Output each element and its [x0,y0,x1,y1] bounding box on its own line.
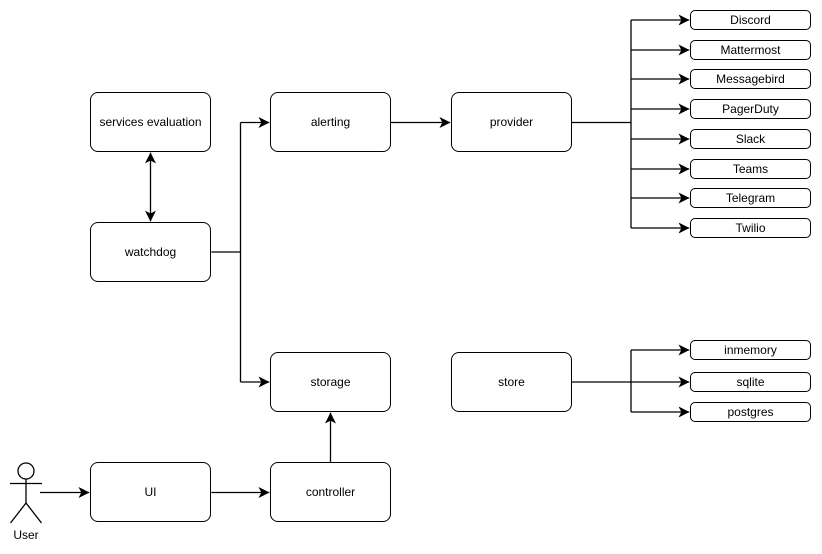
node-watchdog: watchdog [90,222,211,282]
node-controller: controller [270,462,391,522]
node-store-label: store [498,374,525,389]
user-actor-label: User [13,528,39,542]
node-provider-teams: Teams [690,159,811,179]
node-store-inmemory-label: inmemory [724,342,777,357]
actor-leg-right [25,502,43,524]
node-provider-mattermost-label: Mattermost [720,42,781,57]
node-provider-twilio: Twilio [690,218,811,238]
node-provider-discord: Discord [690,10,811,30]
node-alerting: alerting [270,92,391,152]
node-provider-label: provider [489,114,534,129]
node-provider-discord-label: Discord [730,12,771,27]
node-ui: UI [90,462,211,522]
node-provider-telegram-label: Telegram [725,190,776,205]
node-storage: storage [270,352,391,412]
node-provider-teams-label: Teams [732,161,769,176]
node-provider-slack: Slack [690,129,811,149]
node-provider-twilio-label: Twilio [735,220,766,235]
node-store: store [451,352,572,412]
node-provider-pagerduty: PagerDuty [690,99,811,119]
node-store-postgres: postgres [690,402,811,422]
node-store-inmemory: inmemory [690,340,811,360]
node-provider-pagerduty-label: PagerDuty [722,101,779,116]
node-controller-label: controller [305,484,356,499]
node-provider: provider [451,92,572,152]
node-watchdog-label: watchdog [124,244,177,259]
node-store-sqlite: sqlite [690,372,811,392]
node-provider-slack-label: Slack [735,131,766,146]
node-store-postgres-label: postgres [727,404,774,419]
node-alerting-label: alerting [310,114,351,129]
node-services-evaluation-label: services evaluation [99,114,202,129]
node-provider-messagebird-label: Messagebird [716,71,785,86]
node-services-evaluation: services evaluation [90,92,211,152]
user-actor-icon [9,462,43,524]
node-provider-telegram: Telegram [690,188,811,208]
node-store-sqlite-label: sqlite [736,374,765,389]
actor-head [17,462,35,480]
node-provider-messagebird: Messagebird [690,69,811,89]
actor-leg-left [9,502,27,524]
node-ui-label: UI [144,484,157,499]
node-storage-label: storage [310,374,351,389]
node-provider-mattermost: Mattermost [690,40,811,60]
